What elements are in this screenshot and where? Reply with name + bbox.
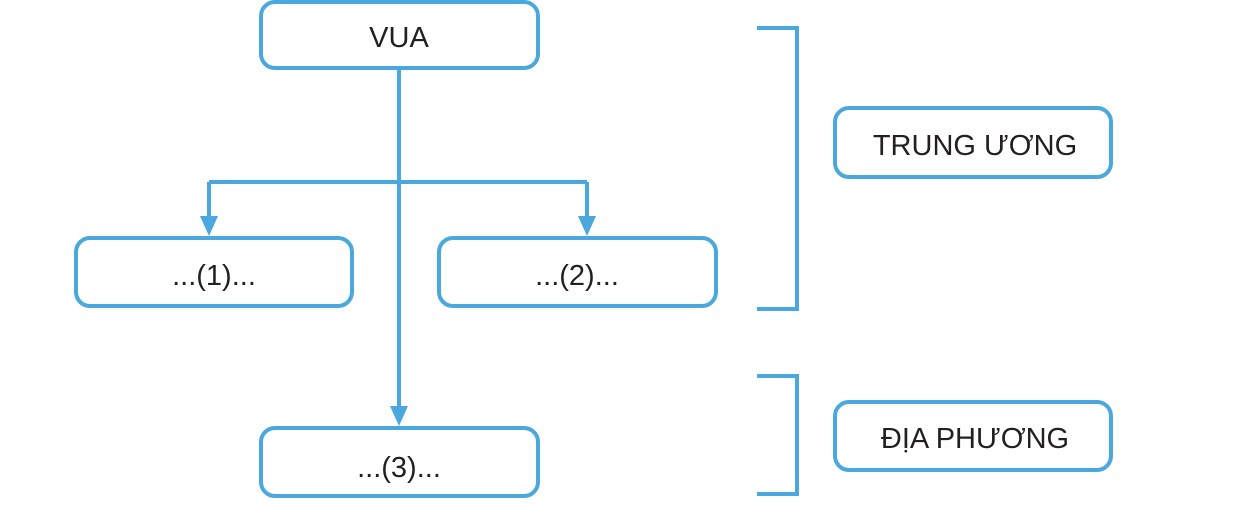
box-blank-1: ...(1)... <box>74 236 354 308</box>
box-blank-1-label: ...(1)... <box>172 260 256 292</box>
box-blank-2: ...(2)... <box>437 236 718 308</box>
level-box-central: TRUNG ƯƠNG <box>833 106 1113 179</box>
connectors <box>200 70 596 426</box>
box-blank-2-label: ...(2)... <box>535 260 619 292</box>
level-local-label: ĐỊA PHƯƠNG <box>881 423 1069 455</box>
arrowhead-to-box1 <box>200 216 218 236</box>
arrowhead-to-box2 <box>578 216 596 236</box>
box-king-label: VUA <box>369 22 429 54</box>
bracket-local <box>757 374 799 496</box>
box-blank-3: ...(3)... <box>259 426 540 498</box>
bracket-central <box>757 26 799 311</box>
box-king: VUA <box>259 0 540 70</box>
box-blank-3-label: ...(3)... <box>357 452 441 484</box>
level-box-local: ĐỊA PHƯƠNG <box>833 400 1113 472</box>
level-central-label: TRUNG ƯƠNG <box>873 130 1077 162</box>
arrowhead-to-box3 <box>390 406 408 426</box>
